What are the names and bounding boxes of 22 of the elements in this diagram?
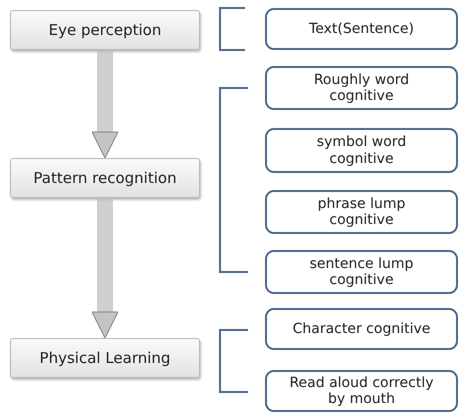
node-label: Eye perception bbox=[48, 21, 162, 39]
item-box bbox=[265, 128, 458, 173]
node-label: Text(Sentence) bbox=[309, 20, 414, 38]
node-label: Character cognitive bbox=[292, 320, 430, 338]
item-box bbox=[265, 250, 458, 294]
node-label: Read aloud correctly by mouth bbox=[289, 374, 434, 408]
block-arrow bbox=[91, 50, 119, 159]
node-label: Roughly word cognitive bbox=[312, 72, 410, 104]
node-label: symbol word cognitive bbox=[316, 134, 408, 167]
stage-box bbox=[10, 10, 200, 50]
node-label: Pattern recognition bbox=[33, 169, 177, 187]
stage-box bbox=[10, 338, 200, 378]
item-box bbox=[265, 190, 458, 234]
item-box bbox=[265, 308, 458, 350]
item-box bbox=[265, 370, 458, 412]
block-arrow bbox=[91, 198, 119, 339]
stage-box bbox=[10, 158, 200, 198]
item-box bbox=[265, 8, 458, 50]
node-label: Physical Learning bbox=[40, 349, 170, 367]
node-label: sentence lump cognitive bbox=[308, 256, 414, 288]
item-box bbox=[265, 66, 458, 110]
node-label: phrase lump cognitive bbox=[316, 196, 406, 228]
